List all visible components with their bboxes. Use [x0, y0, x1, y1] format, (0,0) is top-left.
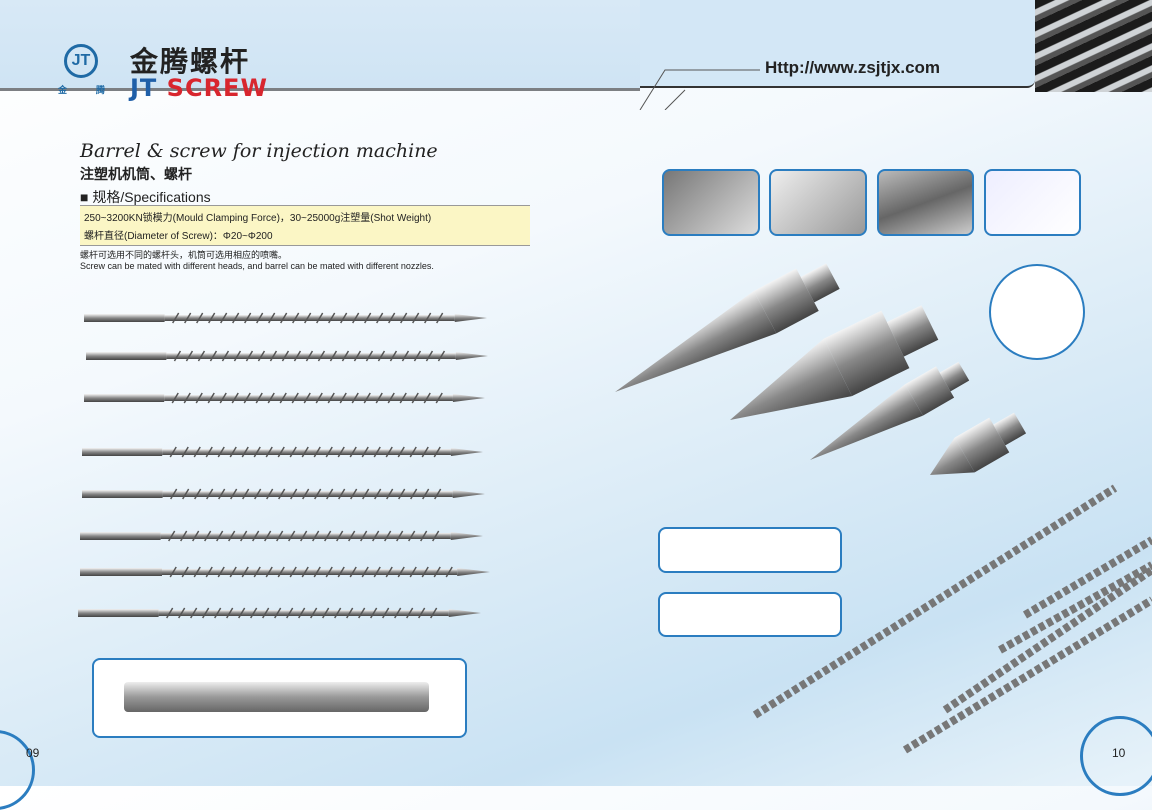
screw-image — [78, 607, 481, 619]
screw-image — [84, 392, 485, 404]
website-url[interactable]: Http://www.zsjtjx.com — [765, 58, 941, 77]
thumbnail-screw-heads — [662, 169, 760, 236]
logo-left-char: 金 — [58, 85, 68, 95]
header-divider — [0, 88, 640, 91]
screw-head-mixing — [730, 305, 939, 420]
barrel-image — [124, 682, 429, 712]
section-title: Barrel & screw for injection machine — [80, 140, 438, 162]
thumbnail-nozzle — [769, 169, 867, 236]
small-heads-circle — [989, 264, 1085, 360]
brand-name-cn: 金腾螺杆 — [130, 45, 251, 78]
screw-assembly-box — [658, 527, 842, 573]
diagonal-screw-image — [998, 561, 1152, 654]
note-en: Screw can be mated with different heads,… — [80, 261, 434, 271]
brand-screw: SCREW — [166, 74, 268, 102]
screw-image — [82, 488, 485, 500]
diagonal-screw-image — [752, 484, 1118, 719]
screw-head-medium — [810, 361, 970, 460]
nozzle-box — [658, 592, 842, 637]
spec-row: 螺杆直径(Diameter of Screw)：Φ20~Φ200 — [80, 224, 530, 246]
thumbnail-thin-screw — [984, 169, 1081, 236]
header-band-left — [0, 0, 640, 88]
screw-head-large — [615, 263, 840, 392]
screw-image — [80, 566, 490, 578]
spec-heading: ■ 规格/Specifications — [80, 189, 211, 205]
screw-head-small — [930, 412, 1027, 475]
note-cn: 螺杆可选用不同的螺杆头，机筒可选用相应的喷嘴。 — [80, 250, 288, 260]
diagonal-screw-image — [1022, 536, 1152, 619]
brand-jt: JT — [130, 74, 158, 102]
logo-right-char: 腾 — [96, 85, 106, 95]
screw-image — [86, 350, 488, 362]
screw-image — [80, 530, 483, 542]
url-decor-lines — [639, 69, 760, 110]
header-band-right — [640, 0, 1035, 88]
screw-image — [84, 312, 487, 324]
page-number-left: 09 — [26, 746, 40, 760]
thumbnail-screw-flight — [877, 169, 974, 236]
diagonal-screw-image — [942, 566, 1152, 714]
twin-screw-photo — [1035, 0, 1152, 92]
brand-logo-icon: JT — [64, 44, 98, 78]
barrel-photo-box — [92, 658, 467, 738]
section-title-cn: 注塑机机筒、螺杆 — [80, 166, 192, 182]
screw-image — [82, 446, 483, 458]
diagonal-screw-image — [902, 596, 1152, 754]
brand-name-en: JT SCREW — [130, 74, 268, 102]
page-number-right: 10 — [1112, 746, 1126, 760]
